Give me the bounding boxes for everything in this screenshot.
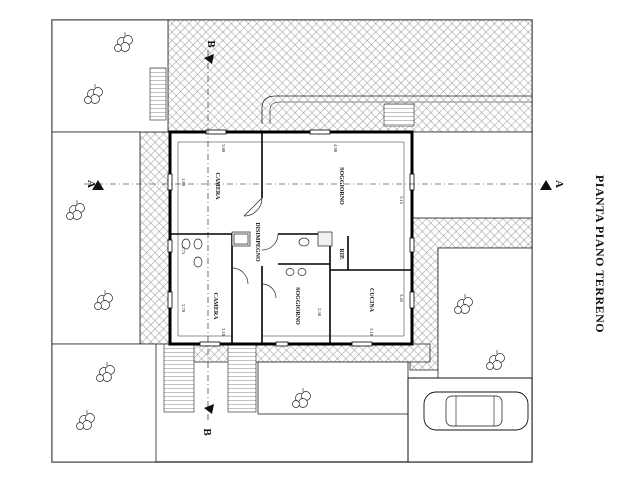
door-swings <box>231 197 279 299</box>
ramp-wall-inner <box>269 101 532 124</box>
dimension-label: 3.10 <box>369 328 374 337</box>
svg-text:B: B <box>205 40 217 48</box>
driveway <box>409 131 533 219</box>
room-label-camera-bottom: CAMERA <box>212 293 218 321</box>
section-marker-b-top: B <box>204 40 217 64</box>
bathroom-fixtures <box>181 231 333 276</box>
dimension-label: 3.80 <box>221 144 226 153</box>
dimension-label: 1.80 <box>181 178 186 187</box>
garden-plot-bottom <box>257 361 409 415</box>
room-label-cucina: CUCINA <box>368 288 374 313</box>
section-lines <box>84 50 540 420</box>
garden-plot-top-left <box>51 19 169 133</box>
windows <box>167 129 415 347</box>
stairs-bottom-left <box>163 343 195 413</box>
room-label-rip: RIP. <box>338 248 344 260</box>
dimension-label: 3.10 <box>221 328 226 337</box>
garden-plot-left <box>51 131 141 345</box>
interior-walls <box>170 132 412 344</box>
dimension-lines <box>177 141 405 337</box>
paved-area-left <box>139 131 171 345</box>
room-label-camera-top: CAMERA <box>214 173 220 201</box>
dimension-label: 1.75 <box>181 246 186 255</box>
section-marker-a-right: A <box>540 180 565 190</box>
room-label-disimpegno: DISIMPEGNO <box>254 222 260 262</box>
stairs-bottom-right <box>227 343 257 413</box>
stairs-top-left <box>149 67 167 121</box>
section-marker-a-left: A <box>85 180 104 190</box>
ramp-wall <box>261 95 532 124</box>
room-label-soggiorno: SOGGIORNO <box>338 167 344 205</box>
house-outline <box>168 130 414 346</box>
garden-plot-right <box>437 247 533 379</box>
svg-text:A: A <box>553 180 565 188</box>
plan-title: PIANTA PIANO TERRENO <box>593 175 607 333</box>
dimension-label: 2.70 <box>181 304 186 313</box>
paved-area-bottom <box>169 343 431 363</box>
room-label-soggiorno-small: SOGGIORNO <box>294 287 300 325</box>
garden-plot-bottom-left <box>51 343 157 463</box>
dimension-label: 3.45 <box>399 294 404 303</box>
dimension-label: 4.90 <box>333 144 338 153</box>
svg-text:A: A <box>85 180 97 188</box>
section-marker-b-bottom: B <box>201 404 214 436</box>
car-icon <box>423 391 529 431</box>
dimension-label: 2.50 <box>317 308 322 317</box>
svg-text:B: B <box>201 428 213 436</box>
dimension-label: 5.15 <box>399 196 404 205</box>
ramp-steps <box>383 103 415 127</box>
paved-area-top <box>167 19 533 141</box>
